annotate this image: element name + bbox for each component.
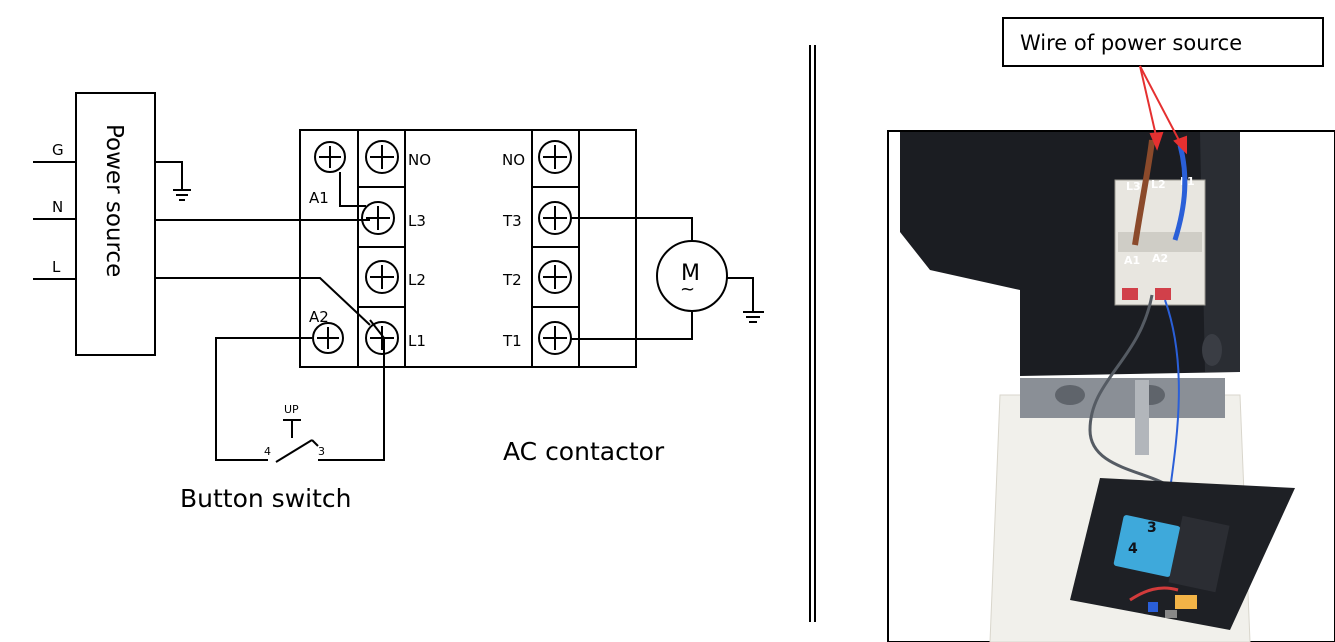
button-switch-caption: Button switch xyxy=(180,484,352,513)
terminal-n-label: N xyxy=(52,198,63,216)
terminal-g-label: G xyxy=(52,141,64,159)
terminal-t3-screw xyxy=(538,201,572,235)
motor-label: M xyxy=(681,261,700,286)
power-source-label: Power source xyxy=(101,124,127,277)
contactor-label-t2: T2 xyxy=(502,271,522,289)
photo-label-a2: A2 xyxy=(1152,252,1168,265)
photo-switch-label-3: 3 xyxy=(1147,520,1157,536)
wire-t1-motor xyxy=(571,312,693,340)
wire-t3-motor xyxy=(571,217,693,240)
contactor-label-l1: L1 xyxy=(408,332,426,350)
callout-box xyxy=(1002,17,1324,67)
contactor-label-no-left: NO xyxy=(408,151,431,169)
contactor-label-t1: T1 xyxy=(502,332,522,350)
terminal-l3-screw xyxy=(361,201,395,235)
photo-label-l3: L3 xyxy=(1126,180,1141,193)
photo-label-l2: L2 xyxy=(1151,178,1166,191)
terminal-l1-screw xyxy=(365,321,399,355)
contactor-body xyxy=(299,129,637,368)
switch-up-label: UP xyxy=(284,403,299,416)
contactor-label-l2: L2 xyxy=(408,271,426,289)
terminal-no-left-screw xyxy=(365,140,399,174)
schematic xyxy=(33,45,816,622)
motor-ground-wire xyxy=(727,277,754,312)
switch-pin-4: 4 xyxy=(264,445,271,458)
terminal-l2-screw xyxy=(365,260,399,294)
mount-bracket xyxy=(1020,378,1225,418)
switch-cable xyxy=(1088,294,1176,492)
wire-l-to-l1 xyxy=(155,277,371,326)
terminal-t2-screw xyxy=(538,260,572,294)
motor-ac-symbol: ~ xyxy=(680,279,695,300)
callout-arrows xyxy=(1139,65,1187,155)
contactor-label-a1: A1 xyxy=(309,189,329,207)
jumper-a1-l3 xyxy=(339,172,366,207)
switch-pin-3: 3 xyxy=(318,445,325,458)
power-source-box xyxy=(75,92,156,356)
photo-panel: L3 L2 L1 A1 A2 4 3 xyxy=(887,130,1335,642)
terminal-a1-screw xyxy=(314,141,346,173)
terminal-t1-screw xyxy=(538,321,572,355)
terminal-a2-screw xyxy=(312,322,344,354)
contactor-label-l3: L3 xyxy=(408,212,426,230)
motor-symbol xyxy=(656,240,728,312)
contactor-label-no-right: NO xyxy=(502,151,525,169)
wire-l1-switch xyxy=(318,319,385,461)
brown-wire xyxy=(1132,139,1155,246)
contactor-label-a2: A2 xyxy=(309,308,329,326)
photo-label-a1: A1 xyxy=(1124,254,1140,267)
contactor-label-t3: T3 xyxy=(502,212,522,230)
wire-a2-switch xyxy=(215,337,312,461)
terminal-no-right-screw xyxy=(538,140,572,174)
callout-text: Wire of power source xyxy=(1020,31,1242,55)
blue-wire xyxy=(1172,144,1188,241)
terminal-l-label: L xyxy=(52,258,61,276)
power-ground-wire xyxy=(155,161,183,190)
ac-contactor-caption: AC contactor xyxy=(503,437,665,466)
switch-contact xyxy=(275,439,313,463)
photo-switch-label-4: 4 xyxy=(1128,541,1138,557)
